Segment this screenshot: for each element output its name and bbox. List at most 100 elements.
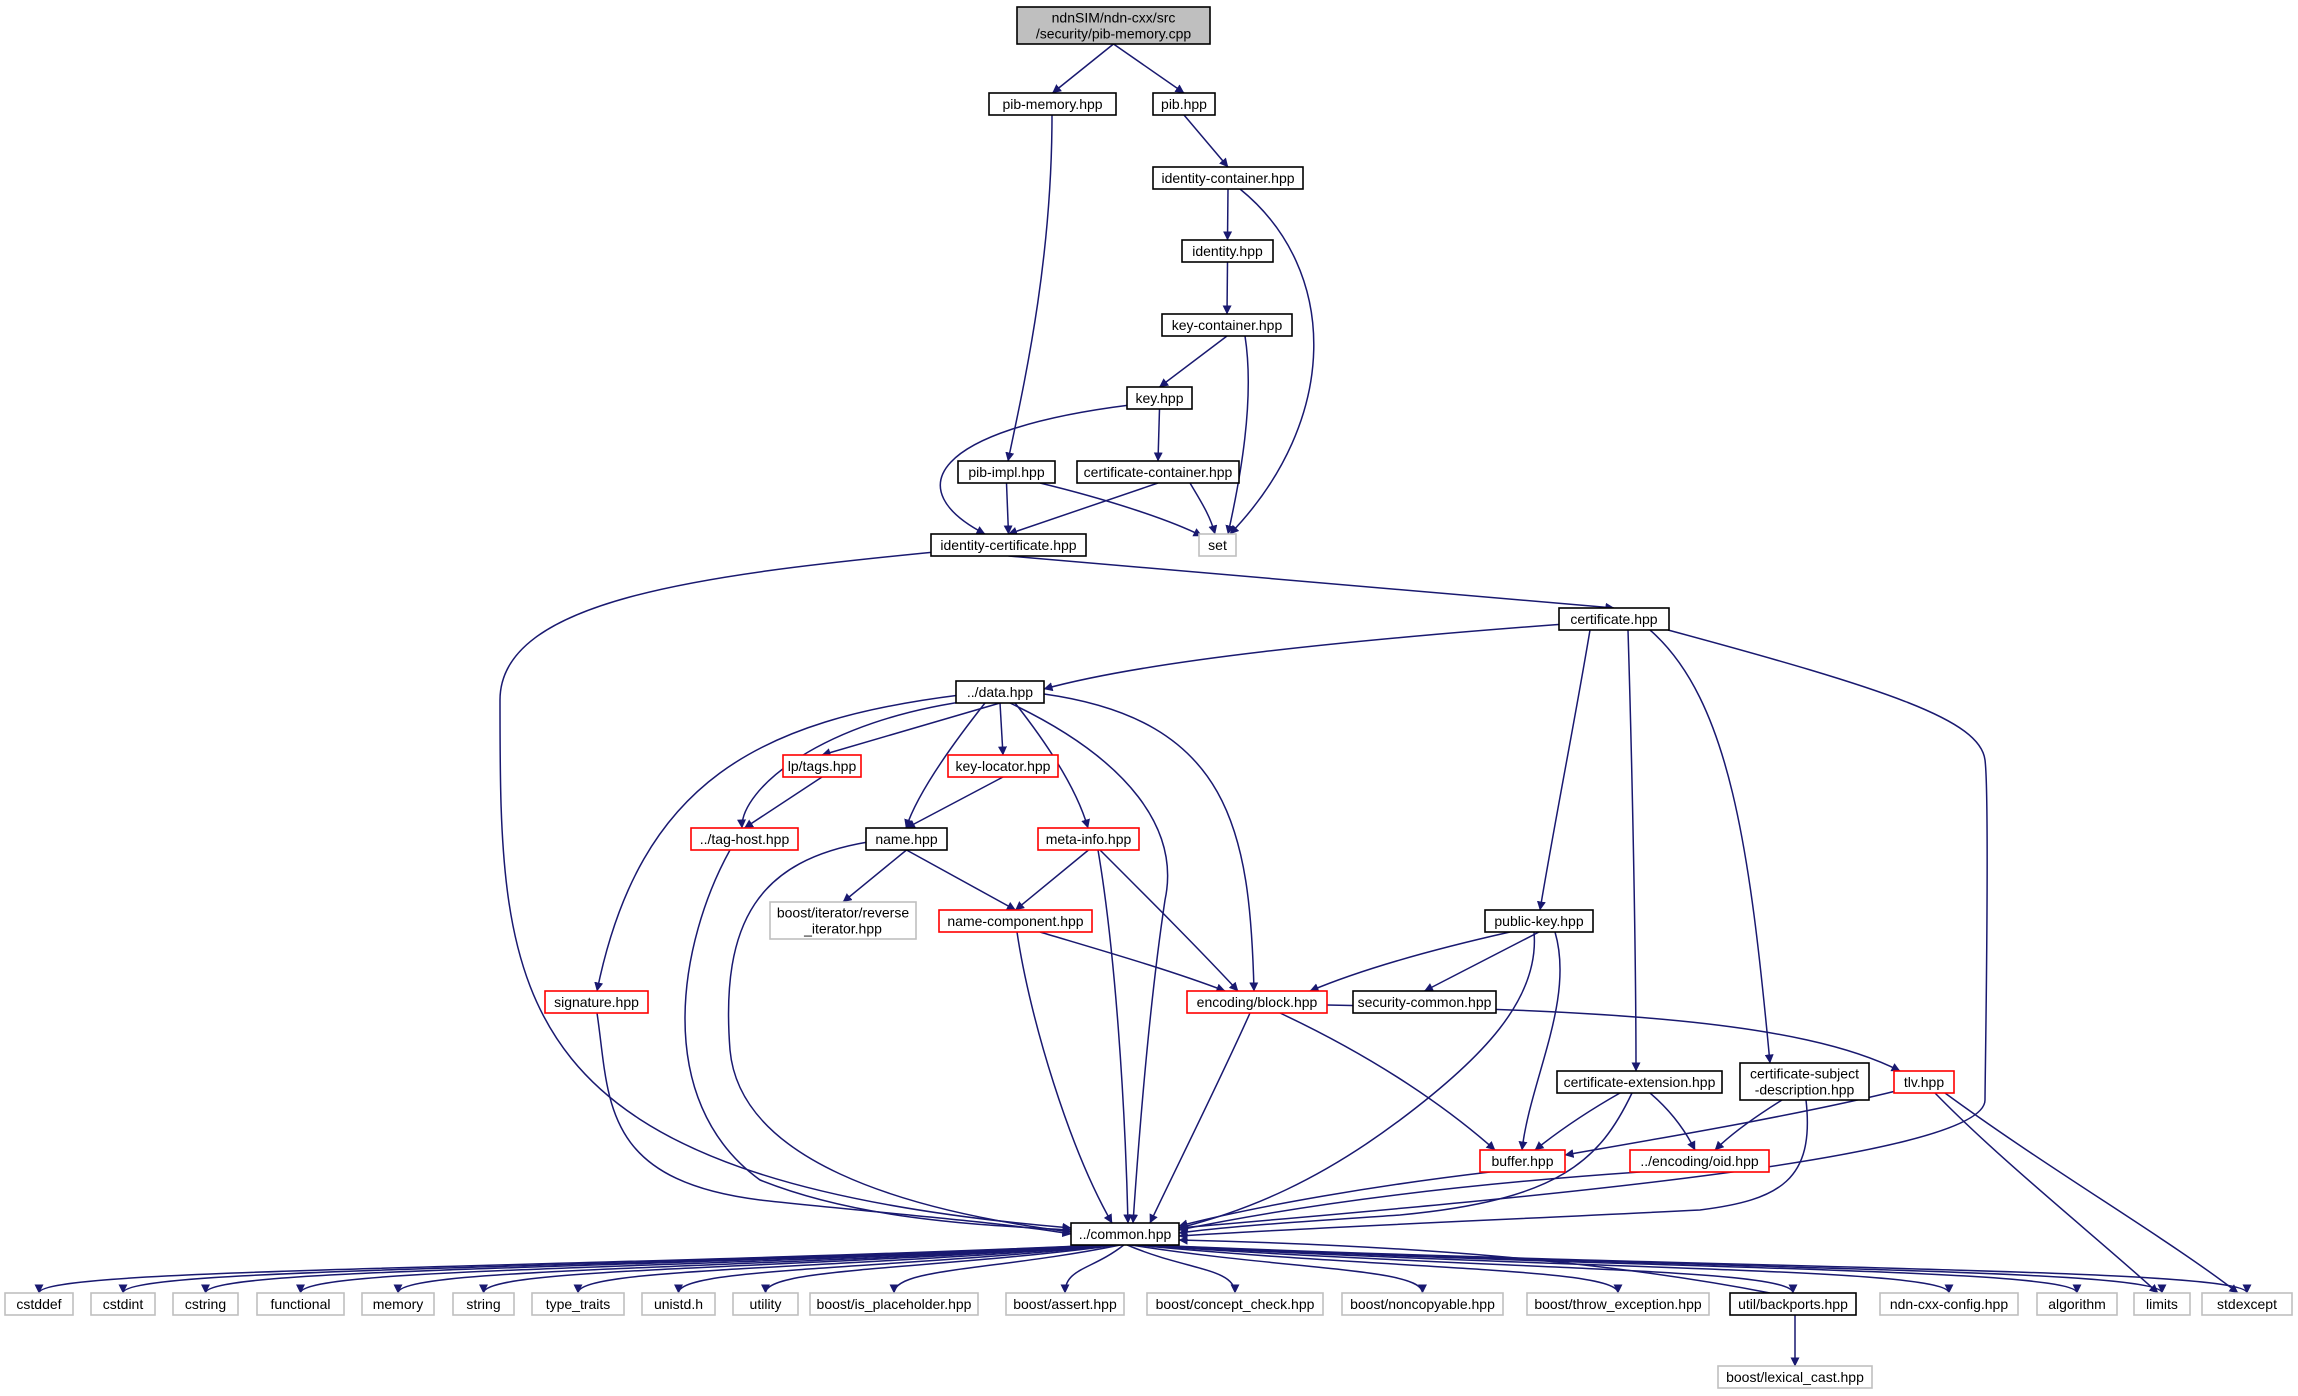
node-label-keyloc: key-locator.hpp	[956, 758, 1051, 774]
node-lptags[interactable]: lp/tags.hpp	[782, 754, 862, 778]
node-pubkey[interactable]: public-key.hpp	[1484, 909, 1594, 933]
node-box-algorithm	[2036, 1292, 2118, 1316]
node-ndncxxconfig: ndn-cxx-config.hpp	[1879, 1292, 2019, 1316]
node-key[interactable]: key.hpp	[1126, 386, 1193, 410]
node-taghost[interactable]: ../tag-host.hpp	[690, 827, 799, 851]
node-pibmem[interactable]: pib-memory.hpp	[988, 92, 1117, 116]
node-box-key	[1126, 386, 1193, 410]
node-data[interactable]: ../data.hpp	[955, 680, 1045, 704]
node-label-common: ../common.hpp	[1079, 1226, 1172, 1242]
node-box-pib	[1152, 92, 1216, 116]
edge-data-to-block	[1043, 693, 1259, 992]
node-label-tlv: tlv.hpp	[1904, 1074, 1944, 1090]
node-idcert[interactable]: identity-certificate.hpp	[930, 533, 1087, 557]
node-buffer[interactable]: buffer.hpp	[1479, 1149, 1566, 1173]
node-pibimpl[interactable]: pib-impl.hpp	[957, 460, 1056, 484]
node-assert: boost/assert.hpp	[1005, 1292, 1125, 1316]
node-keyloc[interactable]: key-locator.hpp	[947, 754, 1059, 778]
node-metainfo[interactable]: meta-info.hpp	[1037, 827, 1140, 851]
node-box-cstddef	[4, 1292, 74, 1316]
node-namecomp[interactable]: name-component.hpp	[938, 909, 1093, 933]
node-box-root	[1016, 6, 1211, 45]
node-noncopyable: boost/noncopyable.hpp	[1341, 1292, 1504, 1316]
node-idcont[interactable]: identity-container.hpp	[1152, 166, 1304, 190]
edge-taghost-to-common	[684, 849, 1072, 1235]
node-certsubj[interactable]: certificate-subject-description.hpp	[1739, 1062, 1870, 1101]
node-pib[interactable]: pib.hpp	[1152, 92, 1216, 116]
edge-root-to-pibmem	[1052, 43, 1114, 94]
node-label-certcont: certificate-container.hpp	[1084, 464, 1233, 480]
edge-common-to-cstring	[201, 1244, 1107, 1294]
node-label-throwexc: boost/throw_exception.hpp	[1534, 1296, 1702, 1312]
node-name[interactable]: name.hpp	[865, 827, 948, 851]
node-tlv[interactable]: tlv.hpp	[1893, 1070, 1955, 1094]
edge-tlv-to-limits	[1934, 1092, 2159, 1294]
edge-data-to-name	[904, 702, 986, 829]
node-label-lexicalcast: boost/lexical_cast.hpp	[1726, 1369, 1864, 1385]
node-certext[interactable]: certificate-extension.hpp	[1556, 1070, 1723, 1094]
edge-cert-to-data	[1043, 623, 1566, 692]
node-box-throwexc	[1526, 1292, 1710, 1316]
node-common[interactable]: ../common.hpp	[1070, 1222, 1180, 1246]
node-box-oid	[1629, 1149, 1770, 1173]
node-oid[interactable]: ../encoding/oid.hpp	[1629, 1149, 1770, 1173]
edge-keycont-to-key	[1159, 335, 1228, 388]
node-stdexcept: stdexcept	[2201, 1292, 2293, 1316]
node-root[interactable]: ndnSIM/ndn-cxx/src/security/pib-memory.c…	[1016, 6, 1211, 45]
edge-common-to-stdexcept	[1147, 1244, 2252, 1294]
node-label-signature: signature.hpp	[554, 994, 639, 1010]
node-label-cstring: cstring	[185, 1296, 226, 1312]
node-box-common	[1070, 1222, 1180, 1246]
node-box-buffer	[1479, 1149, 1566, 1173]
node-block[interactable]: encoding/block.hpp	[1186, 990, 1328, 1014]
node-throwexc: boost/throw_exception.hpp	[1526, 1292, 1710, 1316]
node-label-stdexcept: stdexcept	[2217, 1296, 2277, 1312]
node-signature[interactable]: signature.hpp	[544, 990, 649, 1014]
node-identity[interactable]: identity.hpp	[1181, 239, 1274, 263]
node-label-pibimpl: pib-impl.hpp	[968, 464, 1044, 480]
node-cstddef: cstddef	[4, 1292, 74, 1316]
edge-common-to-string	[479, 1244, 1113, 1294]
edge-certext-to-oid	[1649, 1092, 1696, 1151]
edge-keycont-to-set	[1225, 335, 1249, 535]
node-box-idcert	[930, 533, 1087, 557]
node-label-block: encoding/block.hpp	[1197, 994, 1318, 1010]
node-label-identity: identity.hpp	[1192, 243, 1263, 259]
node-box-cstring	[172, 1292, 239, 1316]
node-box-ndncxxconfig	[1879, 1292, 2019, 1316]
node-box-pubkey	[1484, 909, 1594, 933]
node-keycont[interactable]: key-container.hpp	[1161, 313, 1293, 337]
node-conceptcheck: boost/concept_check.hpp	[1146, 1292, 1324, 1316]
node-label-backports: util/backports.hpp	[1738, 1296, 1848, 1312]
edge-certsubj-to-oid	[1714, 1099, 1783, 1151]
edge-metainfo-to-common	[1097, 849, 1133, 1224]
node-label-cstdint: cstdint	[103, 1296, 144, 1312]
edge-block-to-common	[1149, 1012, 1251, 1224]
edge-certcont-to-set	[1189, 482, 1218, 535]
edge-namecomp-to-common	[1016, 931, 1113, 1224]
node-box-functional	[256, 1292, 345, 1316]
node-label-idcert: identity-certificate.hpp	[940, 537, 1076, 553]
node-cert[interactable]: certificate.hpp	[1558, 607, 1670, 631]
edge-pib-to-idcont	[1183, 114, 1229, 168]
node-box-memory	[361, 1292, 435, 1316]
node-backports[interactable]: util/backports.hpp	[1729, 1292, 1857, 1316]
node-label-certsubj-1: -description.hpp	[1755, 1082, 1855, 1098]
edge-key-to-idcert	[939, 404, 1131, 535]
node-label-cert: certificate.hpp	[1570, 611, 1657, 627]
node-algorithm: algorithm	[2036, 1292, 2118, 1316]
node-box-isplaceholder	[809, 1292, 979, 1316]
node-label-memory: memory	[373, 1296, 424, 1312]
node-label-isplaceholder: boost/is_placeholder.hpp	[817, 1296, 972, 1312]
node-string: string	[452, 1292, 515, 1316]
edge-namecomp-to-block	[1039, 931, 1226, 993]
node-box-data	[955, 680, 1045, 704]
edge-name-to-namecomp	[906, 849, 1016, 911]
edge-idcert-to-common	[499, 551, 1072, 1232]
node-certcont[interactable]: certificate-container.hpp	[1076, 460, 1240, 484]
edge-common-to-noncopyable	[1130, 1244, 1427, 1294]
edge-common-to-algorithm	[1144, 1244, 2082, 1294]
node-seccommon[interactable]: security-common.hpp	[1352, 990, 1497, 1014]
edge-cert-to-certsubj	[1649, 629, 1774, 1064]
edge-pubkey-to-buffer	[1518, 931, 1561, 1151]
